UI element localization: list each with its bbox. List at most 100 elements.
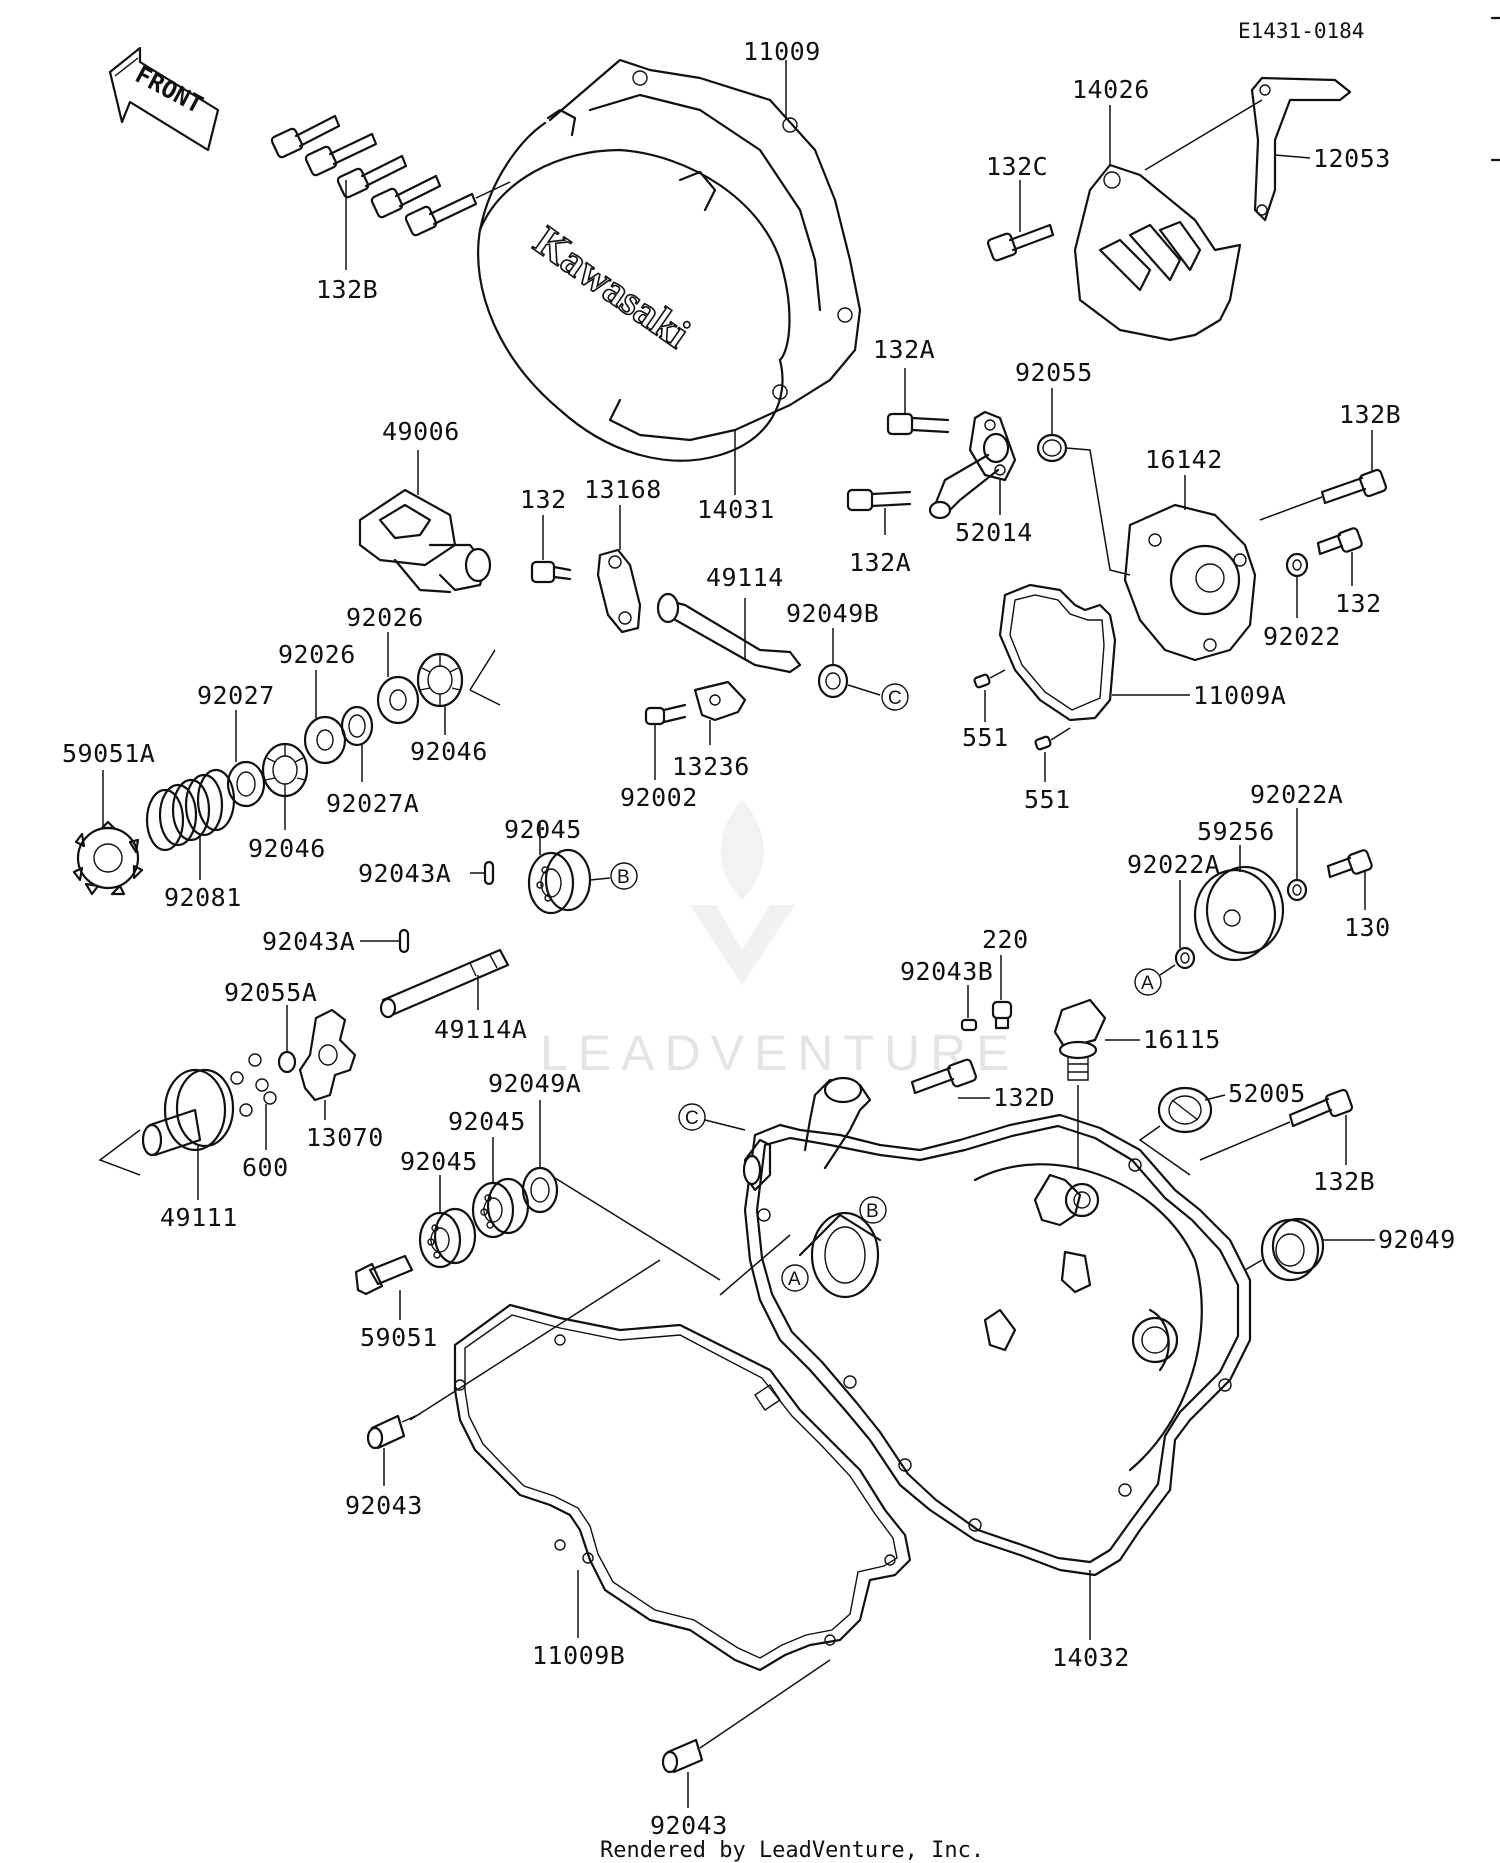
dowel-92043-bottom: [661, 1659, 831, 1808]
water-pipe-52014: [846, 368, 1017, 535]
part-label-92022: 92022: [1263, 622, 1341, 651]
ref-letter-b-top: B: [617, 867, 630, 888]
bolt-132B-right: [1259, 430, 1388, 521]
part-label-16142: 16142: [1145, 445, 1223, 474]
part-label-92046-b: 92046: [248, 834, 326, 863]
pin-92043B: [960, 985, 978, 1032]
seal-92049B: C: [817, 628, 909, 711]
disc-92046-top: [416, 649, 501, 735]
part-label-92049A: 92049A: [488, 1069, 581, 1098]
bolt-132-right: [1316, 527, 1363, 586]
part-label-49114: 49114: [706, 563, 784, 592]
part-label-13236: 13236: [672, 752, 750, 781]
part-label-14032: 14032: [1052, 1643, 1130, 1672]
plug-16115: [1053, 998, 1140, 1170]
part-label-13070: 13070: [306, 1123, 384, 1152]
part-label-92043A-low: 92043A: [262, 927, 355, 956]
balls-600: [230, 1053, 277, 1150]
diagram-code: E1431-0184: [1238, 19, 1364, 43]
part-label-11009: 11009: [743, 37, 821, 66]
part-label-132B-right: 132B: [1339, 400, 1401, 429]
cover-logo: Kawasaki: [526, 218, 698, 358]
part-label-130: 130: [1344, 913, 1391, 942]
dowel-551-a: [973, 669, 1006, 722]
ref-letter-a-case: A: [788, 1269, 801, 1290]
right-crankcase-cover-14032: A B C: [409, 1076, 1252, 1640]
bracket-13236: [693, 680, 747, 745]
bearing-92045-low: [418, 1175, 477, 1269]
bolt-220: [991, 955, 1013, 1030]
washer-92027: [226, 710, 266, 808]
lever-13168: [596, 505, 642, 634]
part-label-52014: 52014: [955, 518, 1033, 547]
washer-92022A-right: [1286, 808, 1308, 902]
part-label-11009A: 11009A: [1193, 681, 1286, 710]
washer-92022: [1285, 552, 1309, 618]
bracket-12053: [1250, 76, 1352, 222]
part-label-92046-a: 92046: [410, 737, 488, 766]
washer-92026-b: [303, 670, 347, 765]
shaft-59051: [354, 1254, 414, 1320]
part-label-132-mid: 132: [520, 485, 567, 514]
part-label-92043-bottom: 92043: [650, 1811, 728, 1840]
ref-letter-b-case: B: [866, 1201, 879, 1222]
part-label-92081: 92081: [164, 883, 242, 912]
part-label-600: 600: [242, 1153, 289, 1182]
seal-92049: [1244, 1217, 1375, 1282]
part-label-132B: 132B: [316, 275, 378, 304]
bolt-132-mid: [530, 515, 572, 584]
ref-letter-c-top: C: [888, 688, 902, 709]
part-label-92049B: 92049B: [786, 599, 879, 628]
part-label-92026-b: 92026: [278, 640, 356, 669]
part-label-92055: 92055: [1015, 358, 1093, 387]
part-label-92045-mid: 92045: [448, 1107, 526, 1136]
part-label-92043A-top: 92043A: [358, 859, 451, 888]
shaft-49114: [656, 592, 802, 674]
dowel-92043-left: [366, 1413, 421, 1486]
part-label-92027A: 92027A: [326, 789, 419, 818]
washer-92022A-left: A: [1134, 880, 1196, 996]
part-label-92043B: 92043B: [900, 957, 993, 986]
screw-92002: [644, 703, 687, 780]
ref-letter-a-lid: A: [1141, 973, 1154, 994]
part-label-92022A-right: 92022A: [1250, 780, 1343, 809]
part-label-11009B: 11009B: [532, 1641, 625, 1670]
part-label-49114A: 49114A: [434, 1015, 527, 1044]
part-label-132-right: 132: [1335, 589, 1382, 618]
watermark-text: LEADVENTURE: [540, 1025, 1020, 1081]
bearing-92045-top: B: [527, 822, 638, 915]
pump-lid-59256: [1193, 845, 1285, 962]
gasket-11009A: [998, 583, 1190, 722]
part-label-13168: 13168: [584, 475, 662, 504]
part-label-92026-a: 92026: [346, 603, 424, 632]
disc-92046-low: [261, 742, 309, 830]
part-label-132A-top: 132A: [873, 335, 935, 364]
pump-cover-16142: [1123, 475, 1257, 662]
part-label-92045-top: 92045: [504, 815, 582, 844]
guard-14026: [1073, 99, 1263, 342]
part-label-59051A: 59051A: [62, 739, 155, 768]
part-label-551-a: 551: [962, 723, 1009, 752]
footer-credit: Rendered by LeadVenture, Inc.: [600, 1838, 984, 1863]
part-label-49111: 49111: [160, 1203, 238, 1232]
watermark-logo: [690, 800, 795, 985]
impeller-13070: [298, 1008, 357, 1120]
part-label-92022A-left: 92022A: [1127, 850, 1220, 879]
part-label-132D: 132D: [993, 1083, 1055, 1112]
dowel-551-b: [1034, 727, 1071, 782]
part-label-132C: 132C: [986, 152, 1048, 181]
bolt-132C: [986, 180, 1055, 262]
part-label-92043-left: 92043: [345, 1491, 423, 1520]
washer-92027A: [340, 705, 374, 782]
part-label-92045-low: 92045: [400, 1147, 478, 1176]
spring-92081: [145, 768, 236, 880]
gasket-11009B: [453, 1303, 912, 1672]
part-label-92049: 92049: [1378, 1225, 1456, 1254]
bearing-92045-mid: [471, 1137, 530, 1239]
bolt-132D: [910, 1058, 990, 1099]
part-label-92055A: 92055A: [224, 978, 317, 1007]
circlip-92055A: [277, 1005, 297, 1074]
part-label-49006: 49006: [382, 417, 460, 446]
part-label-132A-bottom: 132A: [849, 548, 911, 577]
